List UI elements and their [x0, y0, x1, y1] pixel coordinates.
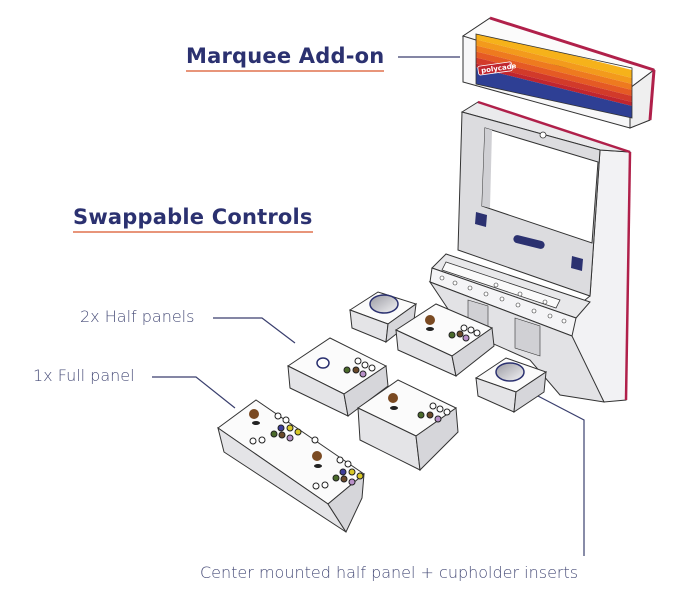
- cupholder-hole: [495, 362, 525, 382]
- cupholder-hole: [369, 294, 399, 314]
- half-panels-label: 2x Half panels: [80, 307, 195, 326]
- joystick-icon: [312, 451, 322, 461]
- swappable-heading: Swappable Controls: [73, 205, 313, 233]
- marquee-heading-underline: [186, 70, 385, 72]
- cupholder-insert-left: [348, 291, 418, 344]
- swappable-heading-underline: [73, 231, 313, 233]
- center-inserts-label: Center mounted half panel + cupholder in…: [200, 563, 579, 582]
- marquee-heading-text: Marquee Add-on: [186, 44, 385, 68]
- full-panel-leader: [152, 376, 236, 409]
- marquee-artwork: [476, 34, 632, 118]
- swappable-heading-text: Swappable Controls: [73, 205, 313, 229]
- half-panel-right: [357, 379, 459, 472]
- joystick-icon: [425, 315, 435, 325]
- marquee-heading: Marquee Add-on: [186, 44, 385, 72]
- joystick-icon: [388, 393, 398, 403]
- cabinet: [428, 100, 632, 403]
- leader-lines: [152, 56, 585, 556]
- marquee-logo-badge: [477, 61, 513, 76]
- logo-badge: [513, 235, 545, 249]
- half-panel-center: [394, 303, 495, 377]
- joystick-icon: [249, 409, 259, 419]
- half-panels-leader: [213, 317, 296, 344]
- half-panel-left: [287, 337, 389, 417]
- full-panel: [217, 399, 365, 534]
- cupholder-insert-right: [474, 357, 548, 414]
- full-panel-label: 1x Full panel: [33, 366, 135, 385]
- speaker-left: [475, 212, 487, 227]
- marquee-box: polycade: [461, 16, 656, 129]
- center-leader: [535, 394, 585, 556]
- camera-icon: [539, 131, 547, 139]
- speaker-right: [571, 256, 583, 271]
